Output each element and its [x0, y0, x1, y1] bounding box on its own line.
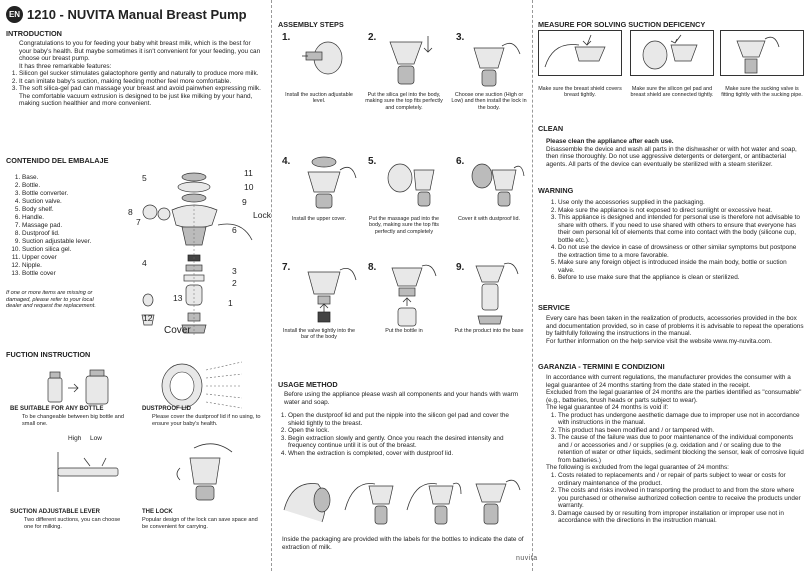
column-left: EN 1210 - NUVITA Manual Breast Pump INTR…: [6, 0, 271, 571]
feature-suction-lever: SUCTION ADJUSTABLE LEVER Two different s…: [10, 509, 121, 530]
intro-paragraph: Congratulations to you for feeding your …: [19, 40, 261, 63]
usage-heading: USAGE METHOD: [278, 380, 338, 389]
contents-heading: CONTENIDO DEL EMBALAJE: [6, 156, 109, 165]
usage-section: USAGE METHOD Before using the appliance …: [278, 380, 526, 457]
column-right: MEASURE FOR SOLVING SUCTION DEFICENCY Ma…: [538, 0, 804, 571]
fuction-heading: FUCTION INSTRUCTION: [6, 350, 91, 359]
step-1-caption: Install the suction adjustable level.: [285, 92, 353, 105]
high-label: High: [68, 435, 82, 442]
step-5-caption: Put the massage pad into the body, makin…: [368, 216, 440, 235]
lock-illustration: [176, 443, 233, 501]
usage-illustration-1: [283, 483, 331, 523]
step-5-illustration: [387, 163, 435, 207]
assembly-steps-grid: 1. Install the suction adjustable level.…: [282, 32, 527, 341]
step-6-caption: Cover it with dustproof lid.: [457, 216, 521, 222]
exploded-parts-drawing: [141, 172, 253, 335]
usage-illustration-4: [475, 479, 521, 525]
suction-lever-illustration: [57, 452, 119, 492]
brand-logo: nuvita: [516, 555, 538, 562]
dustproof-lid-illustration: [161, 361, 243, 409]
feature-any-bottle: BE SUITABLE FOR ANY BOTTLE To be changea…: [10, 406, 125, 427]
feature-the-lock: THE LOCK Popular design of the lock can …: [142, 509, 258, 530]
column-middle: ASSEMBLY STEPS 1. Install the suction ad…: [278, 0, 527, 571]
measure-panel-1: [538, 30, 622, 76]
measure-panel-3: [720, 30, 804, 76]
measure-caption-2: Make sure the silicon gel pad and breast…: [630, 86, 714, 99]
service-section: SERVICE Every care has been taken in the…: [538, 303, 804, 345]
warning-heading: WARNING: [538, 186, 574, 195]
step-3-illustration: [473, 42, 521, 87]
step-8-illustration: [391, 264, 437, 327]
intro-features-list: Silicon gel sucker stimulates galactopho…: [6, 70, 264, 108]
usage-footer-note: Inside the packaging are provided with t…: [282, 536, 524, 551]
document-title: EN 1210 - NUVITA Manual Breast Pump: [6, 6, 264, 23]
step-9-illustration: [475, 262, 519, 325]
step-7-caption: Install the valve tightly into the bar o…: [283, 328, 355, 341]
usage-steps-list: Open the dustproof lid and put the nippl…: [278, 412, 526, 457]
garanzia-void-list: The product has undergone aesthetic dama…: [538, 412, 804, 465]
measure-caption-1: Make sure the breast shield covers breas…: [538, 86, 622, 99]
warning-list: Use only the accessories supplied in the…: [538, 199, 804, 282]
language-badge: EN: [6, 6, 23, 23]
step-8-caption: Put the bottle in: [385, 328, 423, 334]
step-3-caption: Choose one suction (High or Low) and the…: [451, 92, 527, 111]
contents-list: Base. Bottle. Bottle converter. Suction …: [6, 174, 264, 278]
intro-section: INTRODUCTION Congratulations to you for …: [6, 29, 264, 108]
usage-intro: Before using the appliance please wash a…: [284, 391, 519, 406]
service-heading: SERVICE: [538, 303, 570, 312]
service-website: For further information on the help serv…: [546, 337, 772, 345]
exploded-parts-diagram: 5 11 10 8 7 9 Lock 6 4 3 2 1 13 12 Cover: [122, 165, 271, 345]
service-text: Every care has been taken in the realiza…: [546, 315, 804, 338]
clean-lead: Please clean the appliance after each us…: [546, 138, 674, 145]
garanzia-excluded-list: Costs related to replacements and / or r…: [538, 472, 804, 525]
contents-section: CONTENIDO DEL EMBALAJE Base. Bottle. Bot…: [6, 156, 264, 310]
step-2-illustration: [389, 36, 433, 85]
measure-illustrations: Make sure the breast shield covers breas…: [538, 30, 804, 112]
garanzia-heading: GARANZIA - TERMINI E CONDIZIONI: [538, 362, 665, 371]
usage-illustration-2: [344, 483, 394, 525]
step-6-illustration: [471, 163, 525, 207]
feature-dustproof-lid: DUSTPROOF LID Please cover the dustproof…: [142, 406, 261, 427]
measure-caption-3: Make sure the sucking valve is fitting t…: [721, 86, 803, 99]
bottles-illustration: [47, 369, 109, 405]
clean-section: CLEAN Please clean the appliance after e…: [538, 124, 804, 168]
intro-heading: INTRODUCTION: [6, 29, 62, 38]
step-7-illustration: [307, 267, 357, 323]
step-4-caption: Install the upper cover.: [291, 216, 347, 222]
contents-note: If one or more items are missing or dama…: [6, 290, 96, 310]
step-9-caption: Put the product into the base: [454, 328, 524, 334]
clean-heading: CLEAN: [538, 124, 564, 133]
low-label: Low: [90, 435, 102, 442]
fuction-section: FUCTION INSTRUCTION: [6, 350, 264, 361]
step-1-illustration: [302, 41, 343, 75]
step-4-illustration: [307, 156, 357, 209]
assembly-heading: ASSEMBLY STEPS: [278, 20, 344, 29]
usage-illustration-3: [406, 482, 462, 525]
fold-line-1: [271, 0, 272, 571]
usage-illustrations: [282, 470, 522, 530]
step-2-caption: Put the silica gel into the body, making…: [365, 92, 443, 111]
clean-text: Disassemble the device and wash all part…: [546, 145, 797, 168]
intro-features-lead: It has three remarkable features:: [19, 62, 112, 70]
garanzia-section: GARANZIA - TERMINI E CONDIZIONI In accor…: [538, 362, 804, 525]
fold-line-2: [532, 0, 533, 571]
measure-heading: MEASURE FOR SOLVING SUCTION DEFICENCY: [538, 20, 706, 29]
measure-panel-2: [630, 30, 714, 76]
warning-section: WARNING Use only the accessories supplie…: [538, 186, 804, 282]
